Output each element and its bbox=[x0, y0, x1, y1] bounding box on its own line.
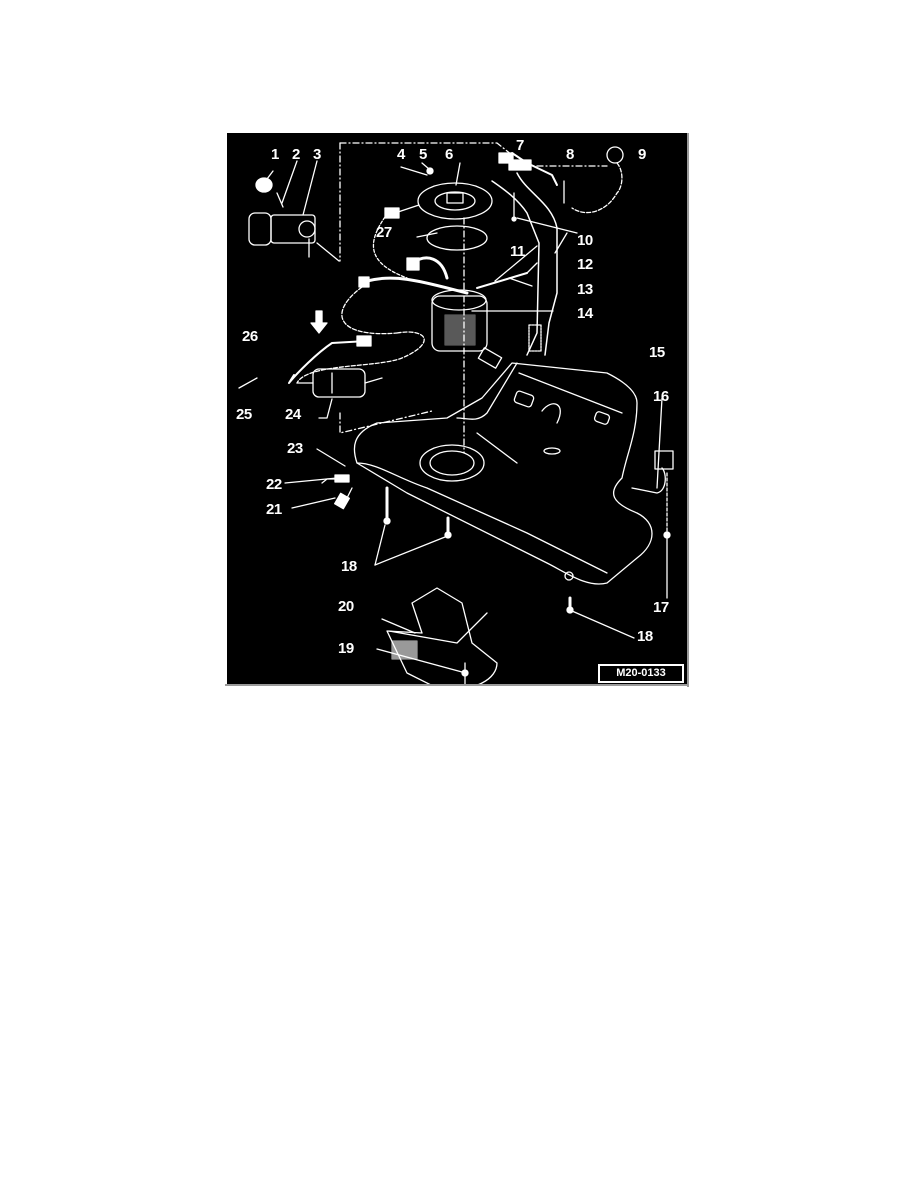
part-27-seal bbox=[426, 225, 488, 251]
callout-6: 6 bbox=[445, 146, 453, 163]
fuel-tank-exploded-diagram: 1 2 3 4 5 6 7 8 9 10 11 12 13 14 15 16 1… bbox=[227, 133, 688, 684]
callout-22: 22 bbox=[266, 476, 282, 493]
callout-14: 14 bbox=[577, 305, 593, 322]
callout-20: 20 bbox=[338, 598, 354, 615]
callout-18-right: 18 bbox=[637, 628, 653, 645]
callout-19: 19 bbox=[338, 640, 354, 657]
callout-12: 12 bbox=[577, 256, 593, 273]
callout-3: 3 bbox=[313, 146, 321, 163]
assembly-boundary-line bbox=[339, 142, 513, 156]
part-20-shield bbox=[386, 587, 498, 684]
callout-11: 11 bbox=[510, 243, 525, 260]
callout-17: 17 bbox=[653, 599, 669, 616]
callout-1: 1 bbox=[271, 146, 279, 163]
part-1-cap bbox=[255, 177, 273, 193]
callout-16: 16 bbox=[653, 388, 669, 405]
callout-7: 7 bbox=[516, 137, 524, 154]
callout-23: 23 bbox=[287, 440, 303, 457]
callout-26: 26 bbox=[242, 328, 258, 345]
callout-2: 2 bbox=[292, 146, 300, 163]
callout-13: 13 bbox=[577, 281, 593, 298]
callout-8: 8 bbox=[566, 146, 574, 163]
part-9-cap bbox=[606, 146, 624, 164]
callout-5: 5 bbox=[419, 146, 427, 163]
part-flap bbox=[248, 212, 272, 246]
callout-21: 21 bbox=[266, 501, 282, 518]
figure-reference-code: M20-0133 bbox=[598, 664, 684, 683]
callout-27: 27 bbox=[376, 224, 392, 241]
diagram-linework bbox=[238, 142, 674, 684]
part-15-tank bbox=[353, 362, 653, 585]
frame-border-bottom bbox=[225, 684, 689, 686]
callout-9: 9 bbox=[638, 146, 646, 163]
callout-25: 25 bbox=[236, 406, 252, 423]
part-24-filter bbox=[312, 368, 366, 398]
part-6-flange bbox=[417, 182, 493, 220]
part-16-bracket bbox=[654, 450, 674, 470]
callout-18-left: 18 bbox=[341, 558, 357, 575]
callout-10: 10 bbox=[577, 232, 593, 249]
callout-4: 4 bbox=[397, 146, 405, 163]
part-14-pump bbox=[431, 295, 488, 352]
frame-border-right bbox=[687, 133, 689, 687]
flow-arrow-icon bbox=[310, 310, 328, 334]
callout-24: 24 bbox=[285, 406, 301, 423]
callout-15: 15 bbox=[649, 344, 665, 361]
